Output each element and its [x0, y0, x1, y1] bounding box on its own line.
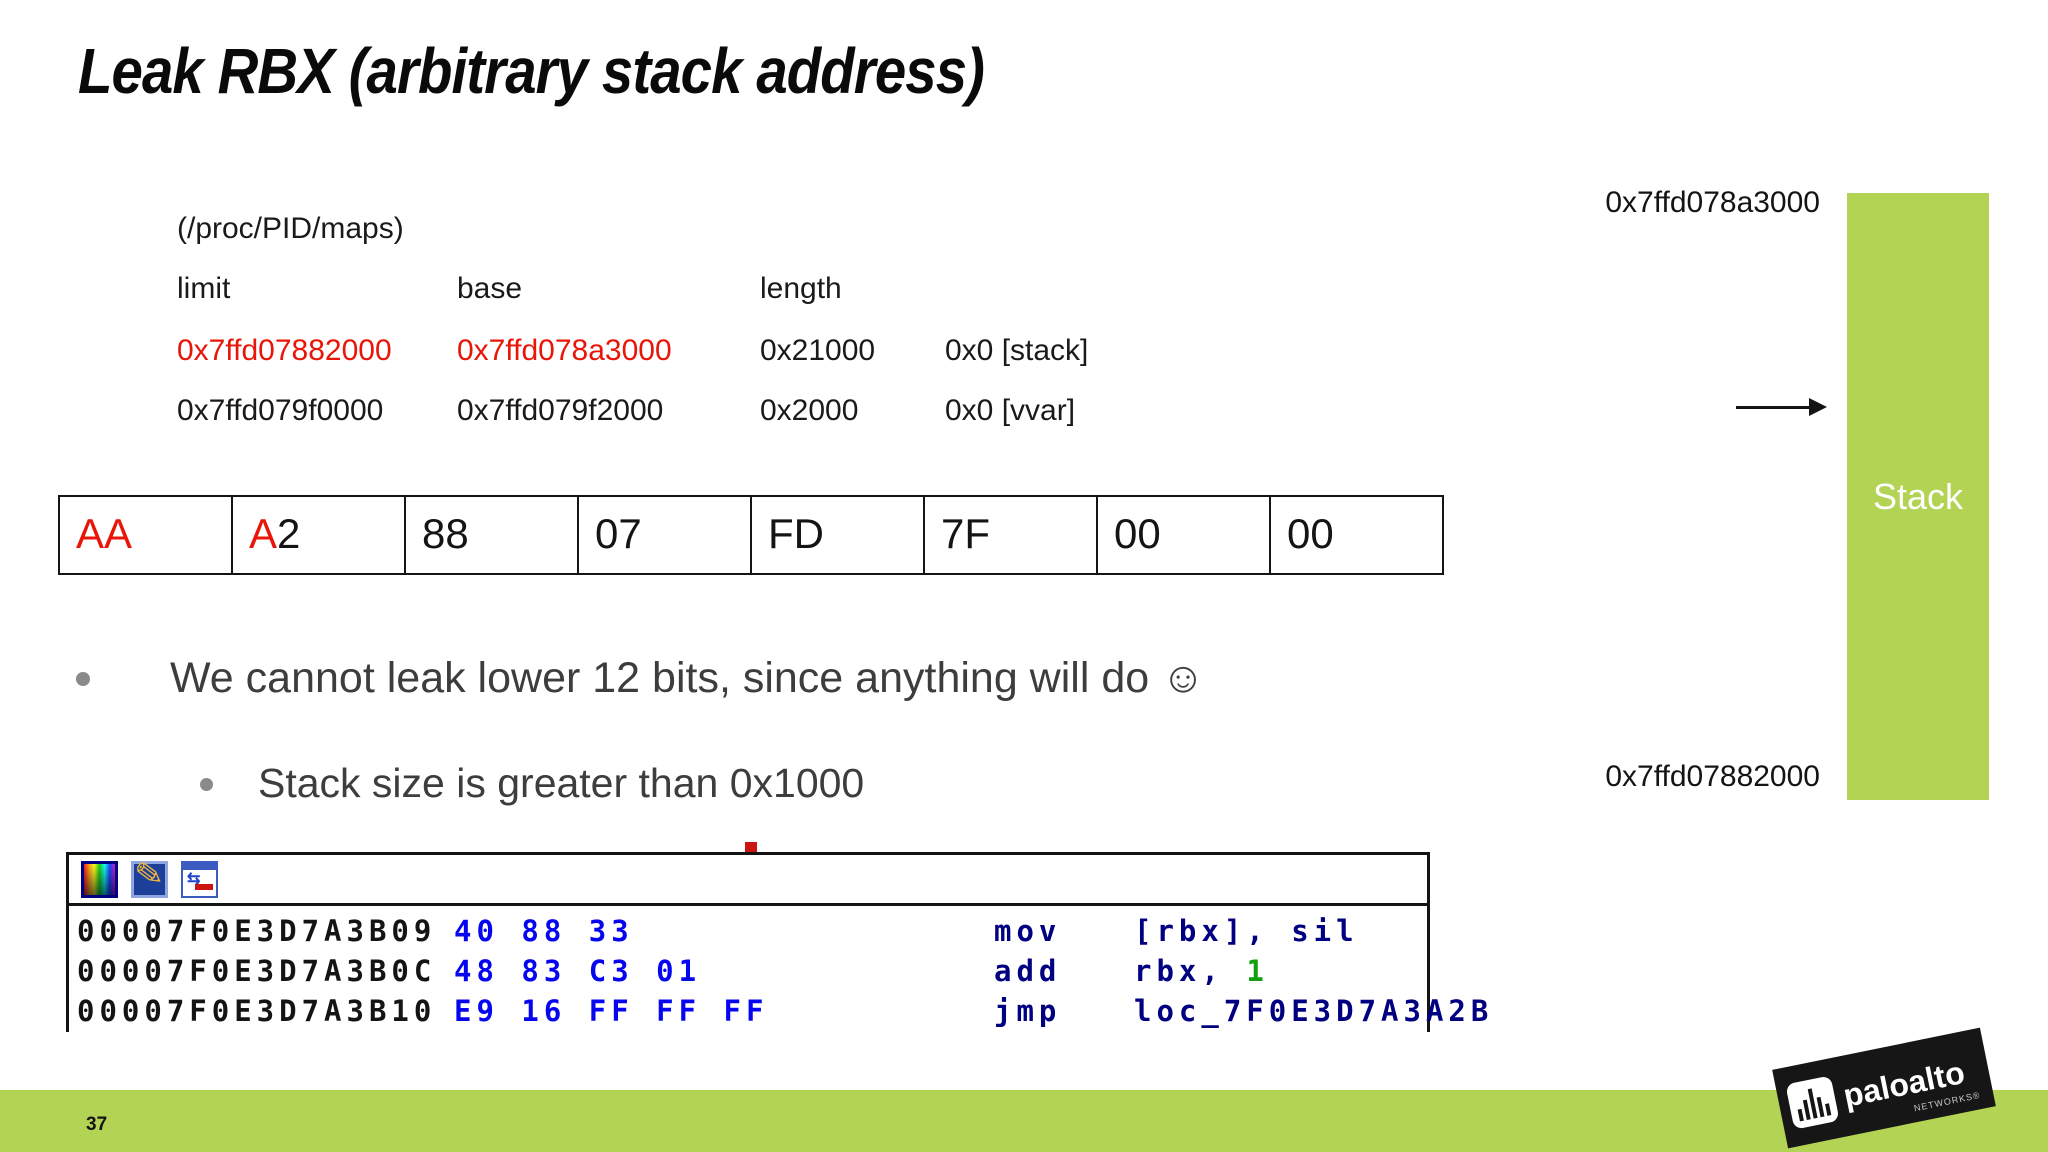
stack-offset: 0x0 [stack]: [945, 334, 1089, 367]
disasm-line: 00007F0E3D7A3B10 E9 16 FF FF FF jmp loc_…: [69, 991, 1488, 1031]
ida-disassembly-window: ✎ ⇆ 00007F0E3D7A3B09 40 88 33 mov [rbx],…: [66, 852, 1488, 1032]
stack-pointer-arrow: [1736, 398, 1827, 416]
bullet-dot: [76, 672, 90, 686]
instruction-mnemonic: jmp: [994, 994, 1062, 1028]
leaked-bytes-table: AA A2 88 07 FD 7F 00 00: [58, 495, 1444, 575]
stack-label: Stack: [1872, 475, 1964, 517]
hex-byte-cell: 00: [1098, 497, 1271, 573]
page-number: 37: [86, 1114, 108, 1135]
maps-header-base: base: [457, 272, 523, 305]
logo-mark-icon: [1785, 1075, 1840, 1130]
instruction-address: 00007F0E3D7A3B0C: [77, 954, 437, 988]
instruction-operands: loc_7F0E3D7A3A2B: [1134, 994, 1494, 1028]
vvar-limit-address: 0x7ffd079f0000: [177, 394, 384, 427]
stack-bottom-address: 0x7ffd07882000: [1605, 760, 1820, 793]
instruction-address: 00007F0E3D7A3B10: [77, 994, 437, 1028]
stack-base-address: 0x7ffd078a3000: [457, 334, 672, 367]
instruction-mnemonic: mov: [994, 914, 1062, 948]
hex-byte-cell: 7F: [925, 497, 1098, 573]
disasm-line: 00007F0E3D7A3B0C 48 83 C3 01 add rbx, 1: [69, 951, 1427, 991]
instruction-operands: rbx, 1: [1134, 954, 1269, 988]
instruction-bytes: 48 83 C3 01: [454, 954, 702, 988]
hex-byte-cell: AA: [60, 497, 233, 573]
ida-code-area: 00007F0E3D7A3B09 40 88 33 mov [rbx], sil…: [69, 906, 1488, 1031]
stack-bar: Stack: [1847, 193, 1989, 800]
maps-header-length: length: [760, 272, 842, 305]
bullet-dot: [200, 778, 213, 791]
color-palette-icon: [81, 860, 118, 898]
stack-top-address: 0x7ffd078a3000: [1605, 186, 1820, 219]
instruction-bytes: 40 88 33: [454, 914, 634, 948]
maps-header-limit: limit: [177, 272, 231, 305]
hex-byte-cell: 88: [406, 497, 579, 573]
hex-byte-cell: 00: [1287, 510, 1334, 557]
footer-bar: 37: [0, 1090, 2048, 1152]
red-marker: [745, 842, 757, 853]
maps-caption: (/proc/PID/maps): [177, 212, 404, 245]
instruction-bytes: E9 16 FF FF FF: [454, 994, 769, 1028]
stack-length: 0x21000: [760, 334, 876, 367]
bullet-sub: Stack size is greater than 0x1000: [258, 760, 865, 806]
edit-pencil-icon: ✎: [131, 854, 168, 898]
instruction-operands: [rbx], sil: [1134, 914, 1359, 948]
slide-title: Leak RBX (arbitrary stack address): [78, 35, 985, 107]
graph-view-icon: ⇆: [181, 860, 218, 898]
instruction-address: 00007F0E3D7A3B09: [77, 914, 437, 948]
vvar-offset: 0x0 [vvar]: [945, 394, 1076, 427]
vvar-length: 0x2000: [760, 394, 859, 427]
hex-byte-cell: FD: [752, 497, 925, 573]
stack-limit-address: 0x7ffd07882000: [177, 334, 392, 367]
bullet-main: We cannot leak lower 12 bits, since anyt…: [170, 654, 1206, 702]
ida-toolbar: ✎ ⇆: [69, 854, 1427, 906]
disasm-line: 00007F0E3D7A3B09 40 88 33 mov [rbx], sil: [69, 911, 1427, 951]
vvar-base-address: 0x7ffd079f2000: [457, 394, 664, 427]
hex-byte-cell: 07: [579, 497, 752, 573]
instruction-mnemonic: add: [994, 954, 1062, 988]
hex-byte-cell: A2: [233, 497, 406, 573]
